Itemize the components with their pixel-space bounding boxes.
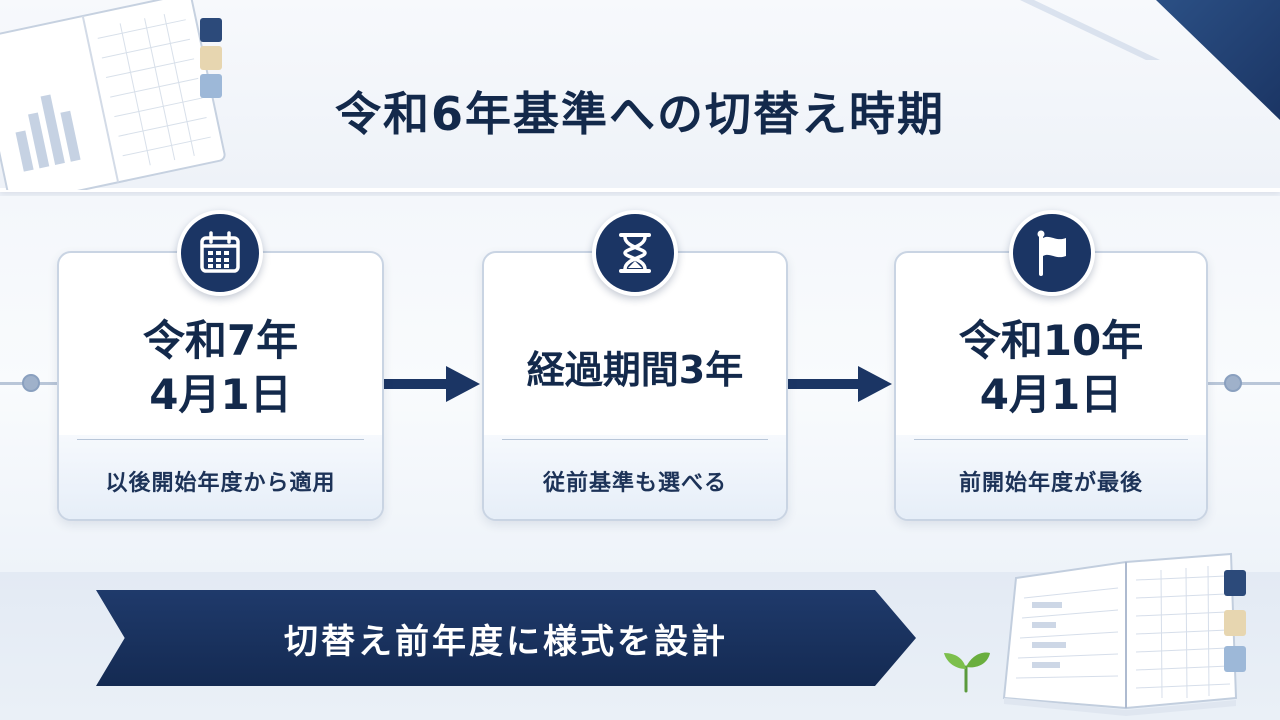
timeline-dot-left [22,374,40,392]
calendar-icon [177,210,263,296]
hourglass-icon [592,210,678,296]
card-divider [77,439,364,440]
card-main-line2: 4月1日 [979,370,1123,419]
card-footer [484,435,786,519]
timeline-dot-right [1224,374,1242,392]
summary-banner-text: 切替え前年度に様式を設計 [284,621,728,662]
ledger-book-icon [1002,552,1246,716]
card-sub-text: 前開始年度が最後 [958,471,1143,496]
card-footer [896,435,1206,519]
card-main-line2: 4月1日 [149,370,292,419]
card-sub-text: 以後開始年度から適用 [105,471,336,496]
arrow-right-icon [788,366,892,402]
arrow-right-icon [384,366,480,402]
header: 令和6年基準への切替え時期 [0,0,1280,192]
card-start-date: 令和7年 4月1日 以後開始年度から適用 [57,251,384,521]
corner-stripe-decoration [1020,0,1160,60]
card-end-date: 令和10年 4月1日 前開始年度が最後 [894,251,1208,521]
timeline-line-right [1206,382,1280,385]
card-footer [59,435,382,519]
summary-banner [96,590,916,686]
card-divider [502,439,768,440]
card-main-line1: 経過期間3年 [526,348,744,392]
card-divider [914,439,1188,440]
card-transition-period: 経過期間3年 従前基準も選べる [482,251,788,521]
page-title: 令和6年基準への切替え時期 [334,87,945,141]
card-main-line1: 令和7年 [142,316,299,365]
flag-icon [1009,210,1095,296]
card-sub-text: 従前基準も選べる [542,471,727,496]
sprout-icon [944,652,990,693]
card-main-line1: 令和10年 [958,316,1144,365]
ledger-book-icon [0,0,226,190]
